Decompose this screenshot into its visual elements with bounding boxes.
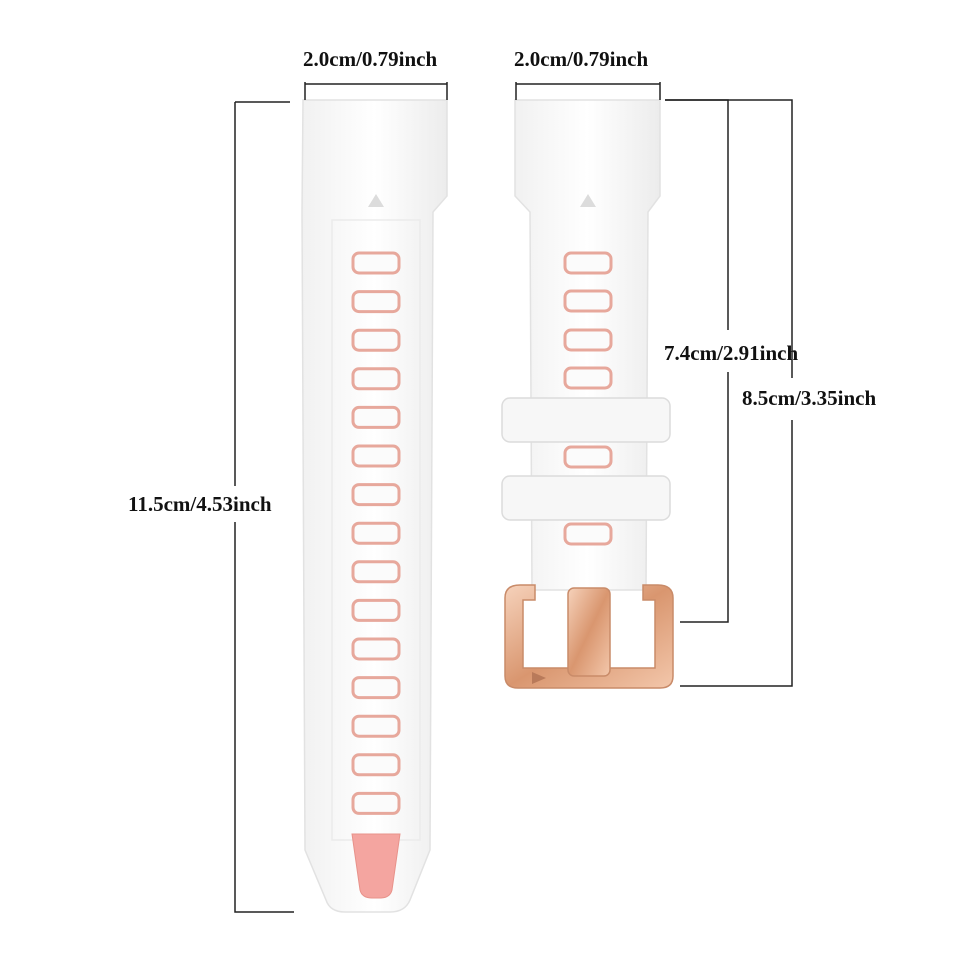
long-strap-groove xyxy=(331,219,421,841)
long-strap-hole xyxy=(351,290,401,314)
short-strap-hole xyxy=(563,445,613,469)
long-strap-hole xyxy=(351,637,401,661)
short-strap-width-label: 2.0cm/0.79inch xyxy=(514,47,649,71)
short-total-length-line xyxy=(665,99,793,687)
buckle-frame xyxy=(504,584,674,689)
long-strap-length-label: 11.5cm/4.53inch xyxy=(128,492,272,516)
long-strap-tip-insert xyxy=(351,833,401,899)
long-strap-hole xyxy=(351,444,401,468)
long-strap-hole xyxy=(351,791,401,815)
long-strap-hole xyxy=(351,676,401,700)
short-strap-arrow-icon xyxy=(580,194,596,207)
long-strap-hole xyxy=(351,483,401,507)
short-strap-hole xyxy=(563,328,613,352)
short-strap-hole xyxy=(563,251,613,275)
short-strap xyxy=(501,99,674,689)
strap-keeper-lower xyxy=(501,475,671,521)
short-strap-hole xyxy=(563,522,613,546)
long-strap-arrow-icon xyxy=(368,194,384,207)
long-strap-width-label: 2.0cm/0.79inch xyxy=(303,47,438,71)
long-width-line xyxy=(304,82,448,100)
long-strap-hole xyxy=(351,598,401,622)
buckle xyxy=(504,584,674,689)
long-length-line xyxy=(234,101,294,913)
short-width-line xyxy=(515,82,661,100)
long-strap-hole xyxy=(351,251,401,275)
long-strap-hole xyxy=(351,328,401,352)
long-strap-hole xyxy=(351,405,401,429)
long-strap-hole xyxy=(351,521,401,545)
short-strap-inner-length-label: 7.4cm/2.91inch xyxy=(664,341,799,365)
short-strap-hole xyxy=(563,366,613,390)
long-strap-hole xyxy=(351,714,401,738)
short-strap-holes xyxy=(563,251,613,546)
strap-keeper-upper xyxy=(501,397,671,443)
long-strap-hole xyxy=(351,367,401,391)
long-strap xyxy=(301,99,448,913)
buckle-tongue xyxy=(567,587,611,677)
long-strap-holes xyxy=(351,251,401,815)
buckle-arrow-icon xyxy=(532,672,546,684)
long-strap-hole xyxy=(351,560,401,584)
dimension-lines xyxy=(234,82,793,913)
long-strap-hole xyxy=(351,753,401,777)
short-strap-hole xyxy=(563,289,613,313)
short-strap-total-length-label: 8.5cm/3.35inch xyxy=(742,386,877,410)
